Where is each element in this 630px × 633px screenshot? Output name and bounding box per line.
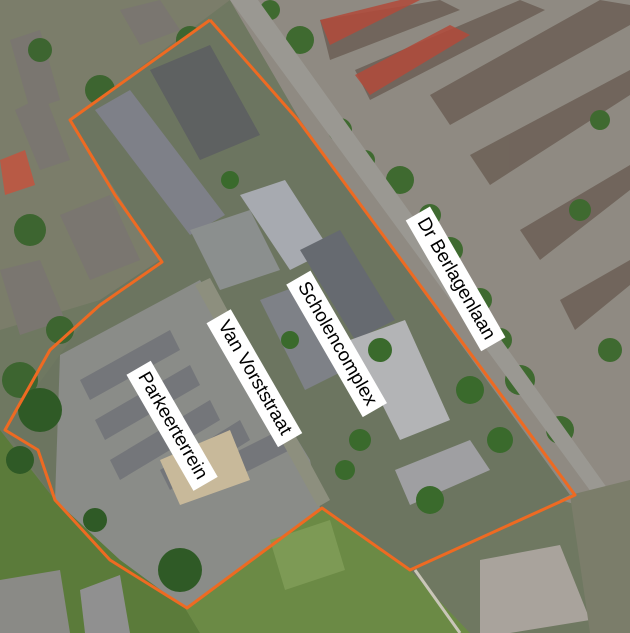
site-boundary-line	[3, 18, 577, 610]
